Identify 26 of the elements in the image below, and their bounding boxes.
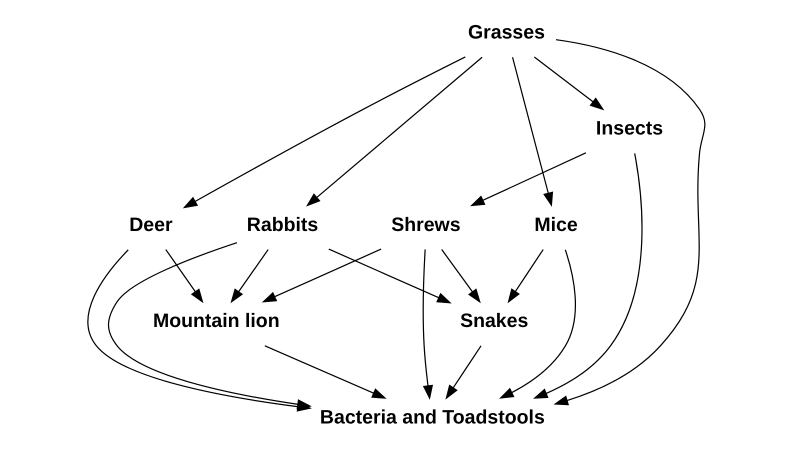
arrow (230, 249, 268, 304)
arrow (533, 56, 604, 110)
node-text: Mice (534, 214, 578, 236)
arrow (553, 39, 705, 406)
arrow (261, 248, 381, 302)
node-text: Bacteria and Toadstools (319, 406, 544, 428)
node-text: Insects (595, 118, 663, 140)
node-text: Rabbits (246, 214, 318, 236)
arrow (264, 345, 386, 399)
arrow (507, 249, 544, 304)
arrow (444, 345, 482, 400)
arrow (532, 153, 642, 399)
node-text: Mountain lion (152, 310, 280, 332)
arrow (511, 57, 553, 207)
arrow (182, 56, 466, 208)
arrow (328, 248, 452, 304)
node-text: Deer (128, 214, 172, 236)
arrow (440, 249, 480, 304)
arrow (422, 249, 433, 400)
arrow (164, 249, 203, 304)
node-text: Snakes (460, 310, 528, 332)
arrow (470, 152, 586, 206)
node-text: Grasses (468, 21, 544, 44)
arrow (498, 250, 576, 399)
arrow (306, 56, 482, 207)
node-text: Shrews (390, 214, 460, 236)
